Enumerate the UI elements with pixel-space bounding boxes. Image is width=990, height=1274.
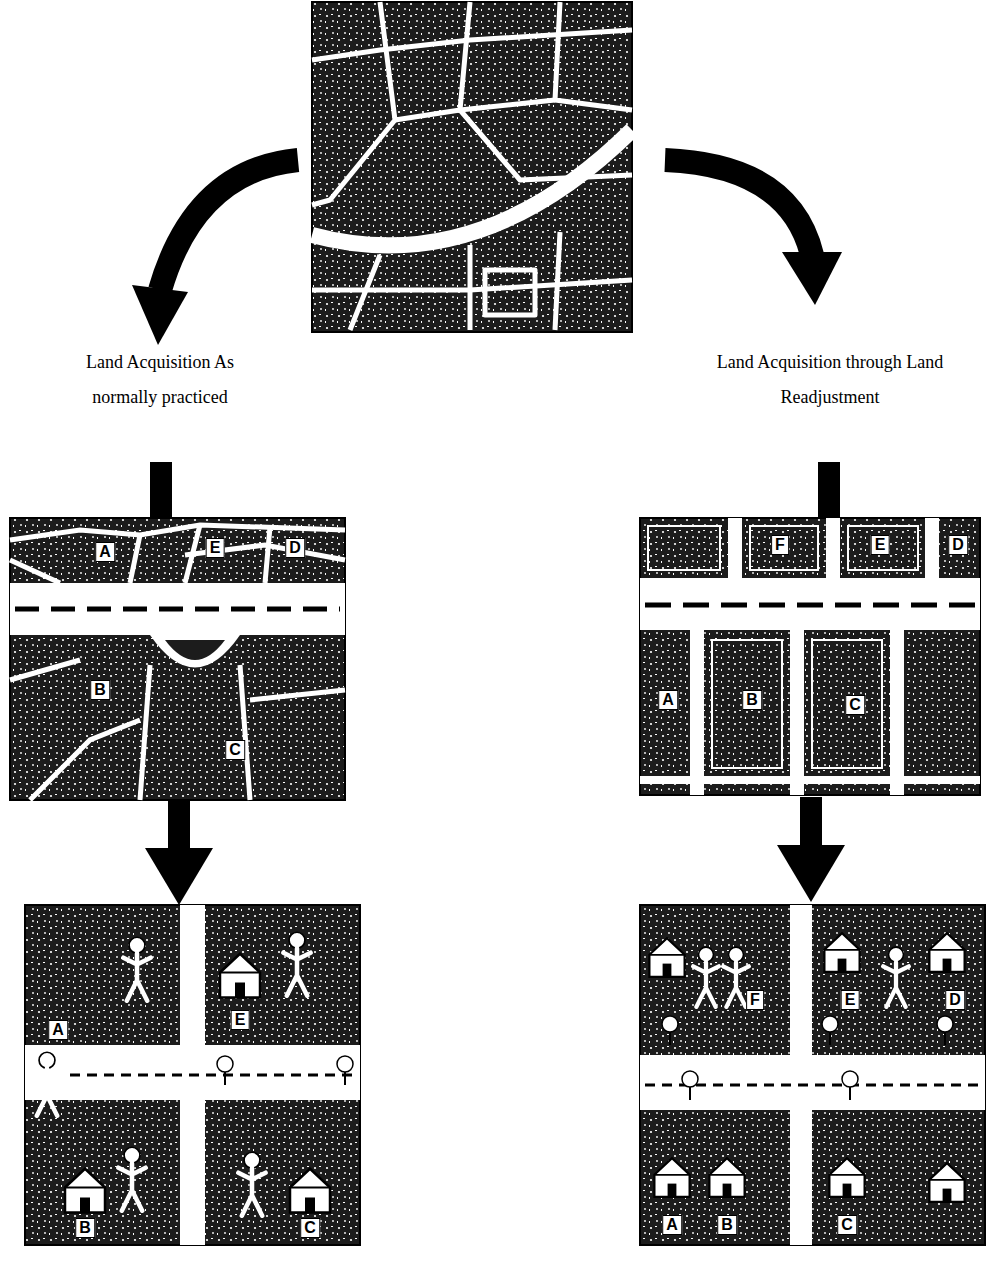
- caption-text: Land Acquisition through Land Readjustme…: [715, 345, 945, 415]
- plot-letter: B: [742, 690, 762, 710]
- plot-letter: E: [841, 990, 860, 1010]
- plot-letter: A: [662, 1215, 682, 1235]
- plot-letter: B: [90, 680, 110, 700]
- plot-letter: F: [746, 990, 764, 1010]
- plot-letter: B: [717, 1215, 737, 1235]
- plot-letter: B: [75, 1218, 95, 1238]
- plot-letter: D: [285, 538, 305, 558]
- plot-letter: C: [845, 695, 865, 715]
- plot-letter: D: [945, 990, 965, 1010]
- plot-letter: E: [871, 535, 890, 555]
- plot-letter: A: [95, 542, 115, 562]
- plot-letter: C: [837, 1215, 857, 1235]
- plot-letter: F: [771, 535, 789, 555]
- plot-letter: A: [658, 690, 678, 710]
- plot-letter: E: [231, 1010, 250, 1030]
- plot-letter: C: [225, 740, 245, 760]
- caption-text: Land Acquisition As normally practiced: [53, 345, 268, 415]
- plot-letter: C: [300, 1218, 320, 1238]
- plot-letter: D: [948, 535, 968, 555]
- plot-letter: A: [48, 1020, 68, 1040]
- plot-letter: E: [206, 538, 225, 558]
